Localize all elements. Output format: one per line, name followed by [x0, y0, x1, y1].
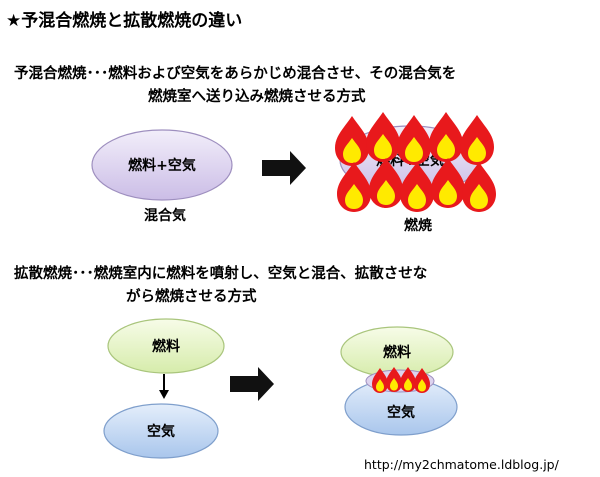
mixture-ellipse [91, 129, 233, 201]
down-arrow [159, 374, 169, 399]
premixed-flames [335, 112, 496, 212]
premixed-arrow [262, 151, 306, 185]
fuel-ellipse [107, 318, 225, 374]
result-fuel-label: 燃料 [383, 344, 411, 361]
mixture-text: 燃料+空気 [128, 157, 196, 174]
premixed-description-line1: 予混合燃焼･･･燃料および空気をあらかじめ混合させ、その混合気を [14, 66, 457, 82]
fuel-label: 燃料 [152, 338, 180, 355]
combustion-label: 燃焼 [404, 217, 432, 234]
air-label: 空気 [147, 423, 175, 440]
diffusion-description-line1: 拡散燃焼･･･燃焼室内に燃料を噴射し、空気と混合、拡散させな [14, 266, 428, 282]
air-ellipse [103, 403, 219, 459]
result-air-label: 空気 [387, 404, 415, 421]
page-title: ★予混合燃焼と拡散燃焼の違い [6, 11, 243, 31]
diffusion-description-line2: がら燃焼させる方式 [126, 289, 257, 305]
mixture-label: 混合気 [144, 207, 186, 224]
diffusion-arrow [230, 367, 274, 401]
premixed-description-line2: 燃焼室へ送り込み燃焼させる方式 [148, 89, 366, 105]
source-url: http://my2chmatome.ldblog.jp/ [364, 457, 559, 472]
